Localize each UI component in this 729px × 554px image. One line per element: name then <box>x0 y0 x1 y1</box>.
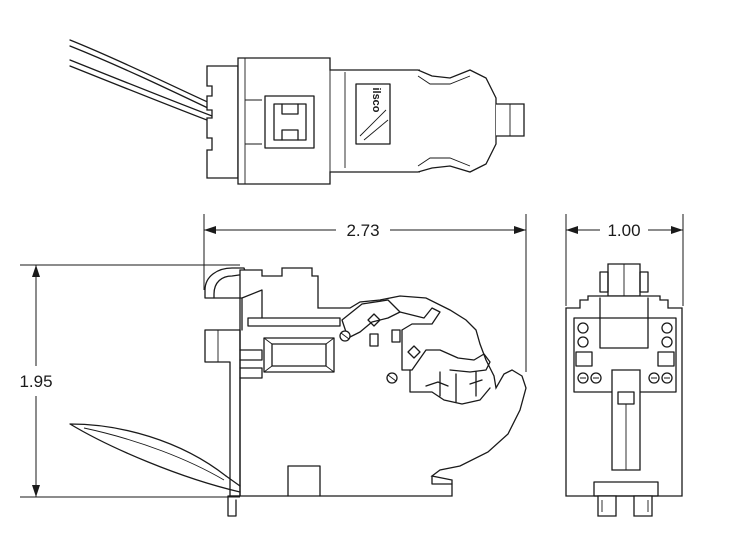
dimension-overall-height: 1.95 <box>19 265 240 497</box>
overall-height-label: 1.95 <box>19 372 52 391</box>
front-view <box>70 268 526 516</box>
dimension-overall-width: 2.73 <box>204 214 526 372</box>
overall-width-label: 2.73 <box>346 221 379 240</box>
side-view <box>566 264 682 516</box>
logo-text: ilsco <box>370 87 382 112</box>
side-width-label: 1.00 <box>607 221 640 240</box>
top-view: ilsco <box>70 40 524 184</box>
dimension-side-width: 1.00 <box>566 214 683 306</box>
screw-set <box>576 323 674 383</box>
